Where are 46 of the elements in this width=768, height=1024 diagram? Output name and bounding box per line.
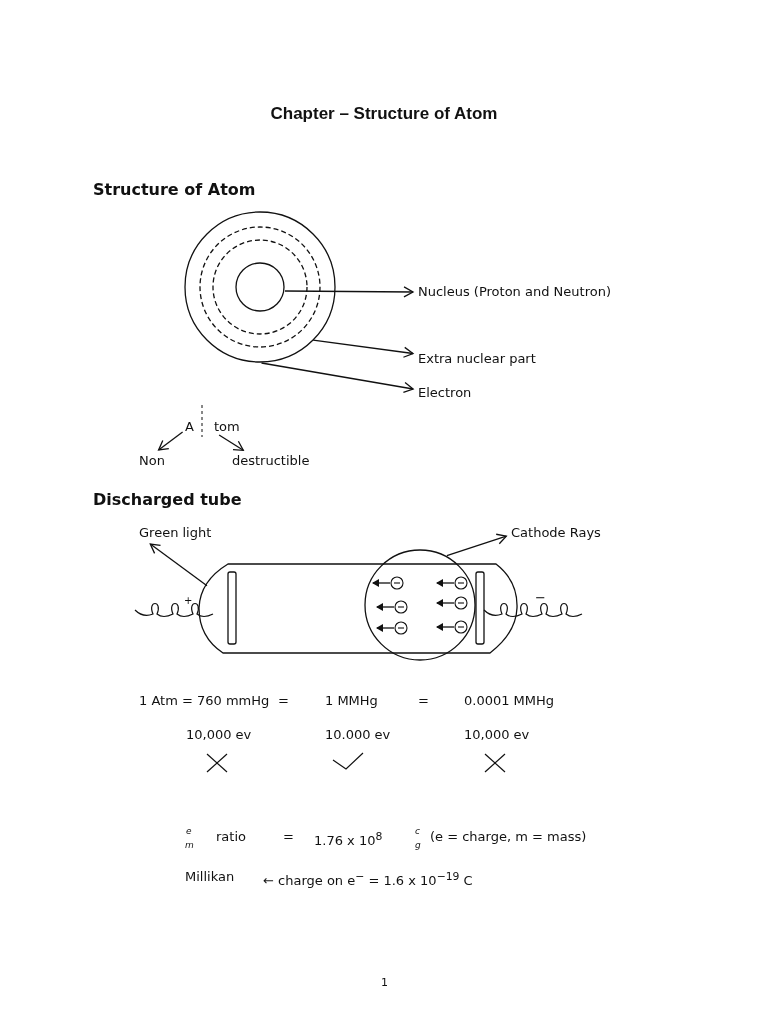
section-heading: Discharged tube bbox=[93, 490, 242, 509]
leader-arrow bbox=[157, 431, 184, 451]
equation-text: 1 MMHg bbox=[325, 693, 378, 709]
equals-sign: = bbox=[283, 829, 294, 845]
note-text: (e = charge, m = mass) bbox=[430, 829, 587, 845]
equation-text: ← charge on e$^{−}$ = 1.6 x 10$^{−19}$ C bbox=[263, 869, 473, 890]
energy-value: 10,000 ev bbox=[464, 727, 530, 743]
leader-arrow bbox=[446, 533, 507, 557]
equals-sign: = bbox=[278, 693, 289, 709]
value-text: 1.76 x 10$^{8}$ bbox=[314, 829, 383, 850]
polarity-sign: − bbox=[535, 590, 546, 606]
callout-label: Cathode Rays bbox=[511, 525, 601, 541]
word-part: tom bbox=[214, 419, 240, 435]
equation-text: 1 Atm = 760 mmHg bbox=[139, 693, 270, 709]
word-part: A bbox=[185, 419, 194, 435]
equation-text: 0.0001 MMHg bbox=[464, 693, 555, 709]
page-number: 1 bbox=[381, 976, 388, 990]
callout-label: Extra nuclear part bbox=[418, 351, 536, 367]
leader-arrow bbox=[284, 286, 414, 298]
fraction-denominator: g bbox=[415, 839, 421, 851]
leader-arrow bbox=[312, 339, 414, 358]
callout-label: Green light bbox=[139, 525, 212, 541]
fraction-denominator: m bbox=[185, 839, 194, 851]
section-heading: Structure of Atom bbox=[93, 180, 256, 199]
callout-label: Electron bbox=[418, 385, 472, 401]
orbit-circle bbox=[212, 239, 308, 335]
chapter-title: Chapter – Structure of Atom bbox=[269, 104, 499, 124]
atom-shell-circle bbox=[184, 211, 336, 363]
magnified-circle bbox=[364, 549, 476, 661]
fraction-numerator: c bbox=[415, 825, 420, 837]
leader-arrow bbox=[218, 434, 244, 451]
nucleus-circle bbox=[235, 262, 285, 312]
equals-sign: = bbox=[418, 693, 429, 709]
word-part: Non bbox=[139, 453, 165, 469]
discharge-tube bbox=[196, 561, 520, 656]
word-part: destructible bbox=[232, 453, 310, 469]
callout-label: Nucleus (Proton and Neutron) bbox=[418, 284, 611, 300]
polarity-sign: + bbox=[184, 594, 193, 607]
ratio-text: ratio bbox=[216, 829, 246, 845]
energy-value: 10,000 ev bbox=[186, 727, 252, 743]
leader-arrow bbox=[149, 543, 208, 587]
energy-value: 10.000 ev bbox=[325, 727, 391, 743]
name-text: Millikan bbox=[185, 869, 235, 885]
orbit-circle bbox=[199, 226, 321, 348]
fraction-numerator: e bbox=[186, 825, 192, 837]
leader-arrow bbox=[260, 362, 414, 394]
